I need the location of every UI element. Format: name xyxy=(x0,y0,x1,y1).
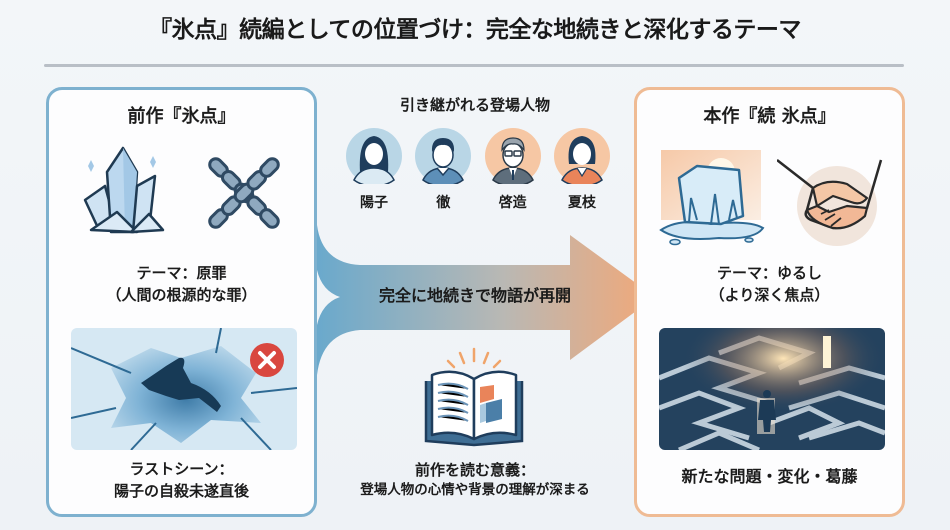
crossed-chains-icon xyxy=(194,145,294,245)
handshake-icon xyxy=(776,150,883,250)
continuity-arrow xyxy=(317,225,655,375)
maze-with-light-door-image xyxy=(659,328,885,450)
reading-significance-text: 前作を読む意義： 登場人物の心情や背景の理解が深まる xyxy=(320,460,630,500)
current-work-panel: 本作『続 氷点』 テーマ：ゆるし （より深く焦点） xyxy=(634,87,905,517)
character-natsue: 夏枝 xyxy=(551,128,613,212)
previous-theme-label: テーマ：原罪 xyxy=(136,264,227,282)
red-x-icon xyxy=(258,351,276,369)
character-name: 啓造 xyxy=(498,195,527,211)
previous-theme-detail: （人間の根源的な罪） xyxy=(106,286,257,304)
last-scene-detail: 陽子の自殺未遂直後 xyxy=(113,482,249,500)
inherited-characters-heading: 引き継がれる登場人物 xyxy=(399,96,550,114)
previous-work-heading: 前作『氷点』 xyxy=(127,106,236,127)
character-name: 陽子 xyxy=(360,195,388,211)
character-list: 陽子 徹 啓造 夏枝 xyxy=(343,128,613,212)
character-name: 夏枝 xyxy=(567,195,596,211)
previous-work-panel: 前作『氷点』 xyxy=(46,87,317,517)
current-theme-detail: （より深く焦点） xyxy=(709,286,830,304)
character-yoko: 陽子 xyxy=(343,128,405,212)
reason-detail: 登場人物の心情や背景の理解が深まる xyxy=(360,482,590,498)
current-work-heading: 本作『続 氷点』 xyxy=(703,106,836,127)
cracked-ice-figure-image xyxy=(71,328,297,450)
ice-crystal-icon xyxy=(77,142,172,246)
older-man-glasses-avatar xyxy=(484,128,541,184)
young-woman-avatar xyxy=(346,128,402,184)
woman-avatar xyxy=(553,128,610,184)
character-name: 徹 xyxy=(436,195,451,211)
character-keizo: 啓造 xyxy=(482,128,544,212)
melting-ice-icon xyxy=(659,150,765,250)
title-divider xyxy=(44,64,904,67)
new-issues-caption: 新たな問題・変化・葛藤 xyxy=(681,467,858,486)
open-book-puzzle-icon xyxy=(420,345,528,457)
current-theme-label: テーマ：ゆるし xyxy=(716,264,822,282)
continuity-label: 完全に地続きで物語が再開 xyxy=(378,286,571,305)
young-man-avatar xyxy=(415,128,472,184)
reason-heading: 前作を読む意義： xyxy=(414,461,535,479)
last-scene-label: ラストシーン： xyxy=(129,460,234,478)
page-title: 『氷点』続編としての位置づけ：完全な地続きと深化するテーマ xyxy=(149,17,801,43)
character-toru: 徹 xyxy=(412,128,474,212)
